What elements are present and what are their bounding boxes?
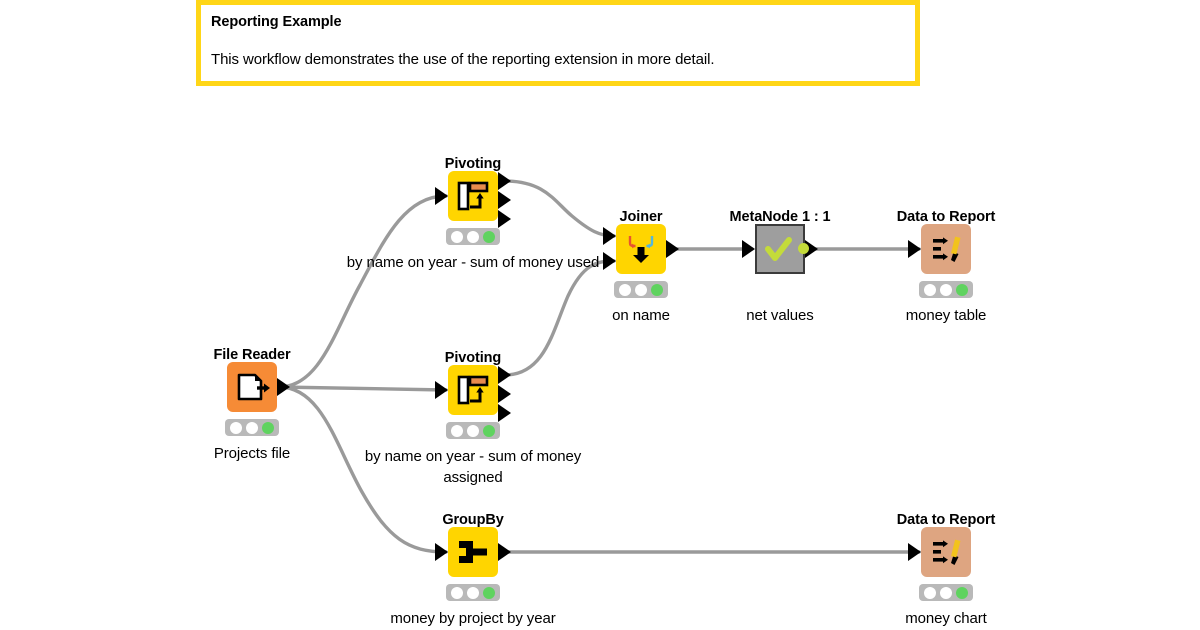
port-in-joiner-1[interactable] bbox=[603, 252, 616, 270]
node-pivoting-mid-title: Pivoting bbox=[444, 350, 502, 366]
node-data-to-report-table-title: Data to Report bbox=[896, 209, 996, 225]
node-pivoting-top-body[interactable] bbox=[448, 171, 498, 221]
node-pivoting-mid-body[interactable] bbox=[448, 365, 498, 415]
port-out-pivoting-top-2[interactable] bbox=[498, 210, 511, 228]
node-data-to-report-table-status bbox=[919, 281, 973, 298]
status-led-ok bbox=[262, 421, 274, 434]
status-led-idle bbox=[635, 283, 647, 296]
status-led-ok bbox=[651, 283, 663, 296]
port-in-metanode-0[interactable] bbox=[742, 240, 755, 258]
pivoting-icon bbox=[457, 375, 489, 405]
port-out-pivoting-top-1[interactable] bbox=[498, 191, 511, 209]
status-led-idle bbox=[467, 424, 479, 437]
node-file-reader-title: File Reader bbox=[213, 347, 291, 363]
status-led-idle bbox=[940, 283, 952, 296]
node-joiner-status bbox=[614, 281, 668, 298]
status-led-ok bbox=[956, 283, 968, 296]
node-pivoting-top-title: Pivoting bbox=[444, 156, 502, 172]
status-led-idle bbox=[940, 586, 952, 599]
port-in-data-to-report-chart-0[interactable] bbox=[908, 543, 921, 561]
edge-pivoting-top-to-joiner bbox=[503, 179, 616, 238]
joiner-icon bbox=[628, 236, 654, 263]
node-data-to-report-chart-body[interactable] bbox=[921, 527, 971, 577]
node-groupby-title: GroupBy bbox=[442, 512, 504, 528]
node-metanode-label: net values bbox=[746, 307, 814, 324]
data-to-report-icon bbox=[933, 539, 961, 565]
node-metanode-title: MetaNode 1 : 1 bbox=[729, 209, 831, 225]
port-in-groupby-0[interactable] bbox=[435, 543, 448, 561]
checkmark-icon bbox=[765, 237, 792, 261]
data-to-report-icon bbox=[933, 236, 961, 262]
node-data-to-report-table-label: money table bbox=[905, 307, 987, 324]
port-in-data-to-report-table-0[interactable] bbox=[908, 240, 921, 258]
status-led-idle bbox=[619, 283, 631, 296]
edge-file-reader-to-pivoting-top bbox=[277, 194, 448, 389]
node-data-to-report-chart-status bbox=[919, 584, 973, 601]
status-led-idle bbox=[924, 283, 936, 296]
status-led-idle bbox=[451, 230, 463, 243]
node-file-reader-status bbox=[225, 419, 279, 436]
status-led-idle bbox=[230, 421, 242, 434]
status-led-idle bbox=[451, 586, 463, 599]
port-out-metanode-0[interactable] bbox=[805, 240, 818, 258]
status-led-ok bbox=[483, 230, 495, 243]
node-joiner-title: Joiner bbox=[619, 209, 663, 225]
workflow-annotation[interactable]: Reporting Example This workflow demonstr… bbox=[196, 0, 920, 86]
node-data-to-report-table-body[interactable] bbox=[921, 224, 971, 274]
annotation-title: Reporting Example bbox=[211, 14, 342, 30]
node-pivoting-mid-label: by name on year - sum of money assigned bbox=[364, 448, 582, 486]
file-reader-icon bbox=[237, 373, 270, 401]
pivoting-icon bbox=[457, 181, 489, 211]
port-out-pivoting-mid-1[interactable] bbox=[498, 385, 511, 403]
port-out-pivoting-mid-2[interactable] bbox=[498, 404, 511, 422]
port-out-file-reader-0[interactable] bbox=[277, 378, 290, 396]
node-groupby-status bbox=[446, 584, 500, 601]
status-led-ok bbox=[483, 586, 495, 599]
node-data-to-report-chart-label: money chart bbox=[905, 610, 987, 627]
edge-pivoting-mid-to-joiner bbox=[503, 259, 616, 377]
node-pivoting-mid-status bbox=[446, 422, 500, 439]
edge-file-reader-to-pivoting-mid bbox=[277, 385, 448, 392]
port-out-groupby-0[interactable] bbox=[498, 543, 511, 561]
port-out-pivoting-top-0[interactable] bbox=[498, 172, 511, 190]
node-joiner-label: on name bbox=[612, 307, 670, 324]
node-file-reader-label: Projects file bbox=[213, 445, 291, 462]
node-groupby-label: money by project by year bbox=[390, 610, 556, 627]
node-data-to-report-chart-title: Data to Report bbox=[896, 512, 996, 528]
groupby-icon bbox=[459, 541, 487, 563]
status-led-idle bbox=[451, 424, 463, 437]
metanode-output-indicator bbox=[798, 243, 809, 254]
status-led-idle bbox=[246, 421, 258, 434]
status-led-idle bbox=[924, 586, 936, 599]
annotation-body: This workflow demonstrates the use of th… bbox=[211, 51, 715, 68]
port-in-pivoting-top-0[interactable] bbox=[435, 187, 448, 205]
node-pivoting-top-label: by name on year - sum of money used bbox=[346, 254, 600, 271]
node-pivoting-top-status bbox=[446, 228, 500, 245]
status-led-ok bbox=[956, 586, 968, 599]
status-led-ok bbox=[483, 424, 495, 437]
port-in-pivoting-mid-0[interactable] bbox=[435, 381, 448, 399]
port-out-pivoting-mid-0[interactable] bbox=[498, 366, 511, 384]
status-led-idle bbox=[467, 230, 479, 243]
port-out-joiner-0[interactable] bbox=[666, 240, 679, 258]
status-led-idle bbox=[467, 586, 479, 599]
port-in-joiner-0[interactable] bbox=[603, 227, 616, 245]
